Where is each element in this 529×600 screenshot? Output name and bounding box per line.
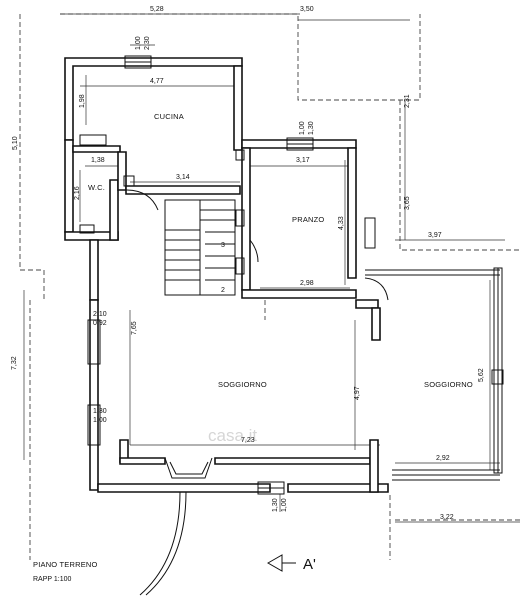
dim-label: 3,97 bbox=[428, 232, 442, 239]
room-label-pranzo: PRANZO bbox=[292, 215, 324, 224]
dim-label: 1,30 bbox=[93, 408, 107, 415]
dim-label: 3,50 bbox=[300, 6, 314, 13]
dim-label: 2,92 bbox=[436, 455, 450, 462]
room-label-cucina: CUCINA bbox=[154, 112, 184, 121]
dim-label: 5,28 bbox=[150, 6, 164, 13]
dim-label: 1,30 bbox=[308, 121, 315, 135]
plan-scale: RAPP 1:100 bbox=[33, 576, 72, 583]
dim-label: 2,10 bbox=[93, 311, 107, 318]
dim-label: 1,98 bbox=[79, 94, 86, 108]
dim-label: 4,97 bbox=[354, 386, 361, 400]
dim-label: 2,31 bbox=[404, 94, 411, 108]
dim-label: 3,65 bbox=[404, 196, 411, 210]
dim-label: 3,17 bbox=[296, 157, 310, 164]
watermark: casa.it bbox=[208, 426, 257, 445]
dim-label: 1,00 bbox=[93, 417, 107, 424]
dim-label: 3,14 bbox=[176, 174, 190, 181]
dim-label: 5,10 bbox=[12, 136, 19, 150]
plan-title: PIANO TERRENO bbox=[33, 560, 98, 569]
dim-label: 7,23 bbox=[241, 437, 255, 444]
room-label-soggiorno-2: SOGGIORNO bbox=[424, 380, 473, 389]
dim-label: 2,30 bbox=[144, 36, 151, 50]
walls bbox=[64, 57, 389, 493]
stair-label: 3 bbox=[221, 242, 225, 249]
dim-label: 1,30 bbox=[272, 498, 279, 512]
dim-label: 4,33 bbox=[338, 216, 345, 230]
dim-label: 1,38 bbox=[91, 157, 105, 164]
dim-label: 7,65 bbox=[131, 321, 138, 335]
dim-label: 1,00 bbox=[299, 121, 306, 135]
section-arrow-icon bbox=[266, 554, 296, 572]
dim-label: 2,16 bbox=[74, 186, 81, 200]
dim-label: 4,77 bbox=[150, 78, 164, 85]
dim-label: 0,92 bbox=[93, 320, 107, 327]
section-marker: A' bbox=[303, 556, 316, 573]
windows bbox=[87, 55, 504, 495]
kitchen-fixtures bbox=[79, 134, 245, 234]
dim-label: 3,22 bbox=[440, 514, 454, 521]
dimension-lines bbox=[23, 13, 520, 523]
stair-label: 2 bbox=[221, 287, 225, 294]
staircase bbox=[164, 199, 245, 296]
room-label-wc: W.C. bbox=[88, 183, 105, 192]
boundary-lines bbox=[19, 13, 522, 560]
dim-label: 5,62 bbox=[478, 368, 485, 382]
dim-label: 7,32 bbox=[11, 356, 18, 370]
dim-label: 2,98 bbox=[300, 280, 314, 287]
room-label-soggiorno-1: SOGGIORNO bbox=[218, 380, 267, 389]
door-swings bbox=[125, 189, 389, 596]
dim-label: 1,00 bbox=[281, 498, 288, 512]
dim-label: 1,00 bbox=[135, 36, 142, 50]
